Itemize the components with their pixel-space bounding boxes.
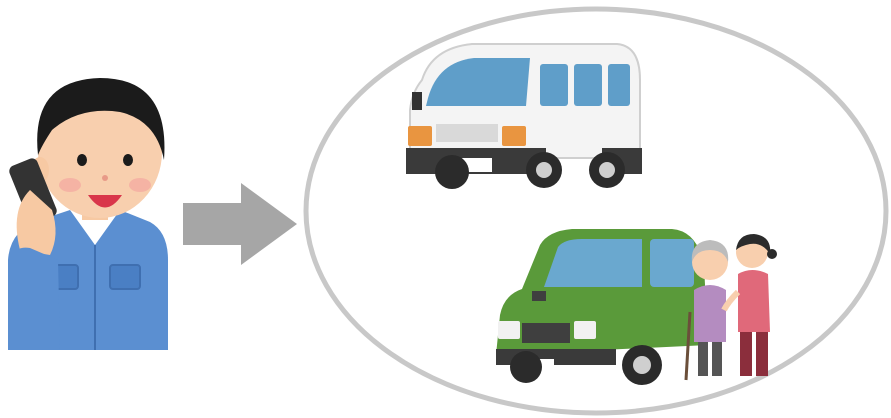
white-van-icon <box>402 40 644 192</box>
caregiver-with-elderly-person-icon <box>680 232 790 382</box>
green-car-icon <box>492 225 712 390</box>
